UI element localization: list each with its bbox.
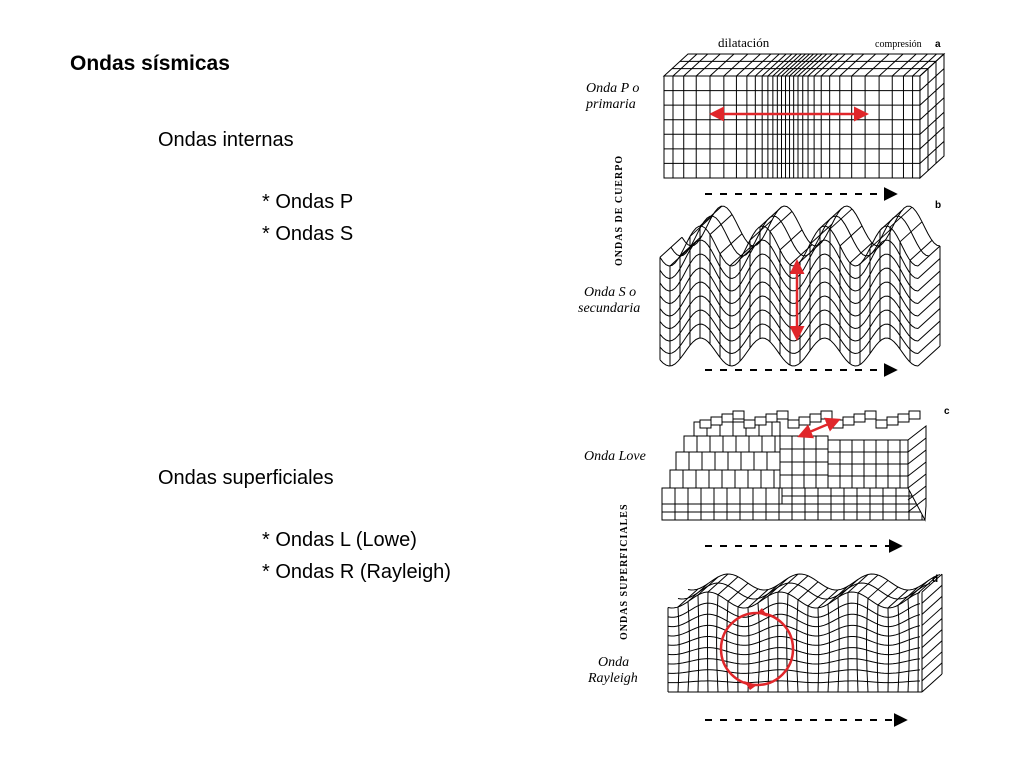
internal-waves-list: Ondas P Ondas S: [262, 186, 353, 250]
rayleigh-orbit-arrowhead-top: [757, 608, 768, 617]
love-wave-motion-arrow: [797, 417, 841, 439]
rayleigh-orbit-arrowhead: [744, 681, 757, 690]
love-wave-panel: c: [661, 406, 950, 553]
compression-label: compresión: [875, 39, 922, 50]
slide-title: Ondas sísmicas: [70, 52, 230, 75]
surface-waves-group-label: ONDAS SUPERFICIALES: [619, 503, 630, 640]
panel-letter-d: d: [932, 574, 938, 585]
rayleigh-wave-label-line1: Onda: [598, 655, 629, 670]
p-wave-label-line1: Onda P o: [586, 81, 639, 96]
p-wave-label-line2: primaria: [585, 97, 636, 112]
rayleigh-wave-label-line2: Rayleigh: [587, 671, 638, 686]
rayleigh-particle-orbit: [719, 611, 795, 687]
list-item-p-waves: Ondas P: [262, 186, 353, 218]
love-wave-block: [661, 410, 927, 522]
love-wave-label: Onda Love: [584, 449, 646, 464]
s-wave-label-line1: Onda S o: [584, 285, 636, 300]
panel-letter-c: c: [944, 406, 950, 417]
body-waves-group-label: ONDAS DE CUERPO: [614, 155, 625, 266]
s-wave-label-line2: secundaria: [578, 301, 640, 316]
surface-waves-list: Ondas L (Lowe) Ondas R (Rayleigh): [262, 524, 451, 588]
rayleigh-wave-panel: d: [667, 573, 943, 727]
list-item-rayleigh-waves: Ondas R (Rayleigh): [262, 556, 451, 588]
panel-letter-a: a: [935, 39, 941, 50]
p-wave-block: [662, 52, 946, 180]
dilatation-label: dilatación: [718, 35, 770, 50]
s-wave-panel: b: [659, 200, 941, 377]
list-item-love-waves: Ondas L (Lowe): [262, 524, 451, 556]
surface-waves-heading: Ondas superficiales: [158, 467, 334, 489]
rayleigh-wave-block: [667, 573, 943, 693]
panel-letter-b: b: [935, 200, 941, 211]
s-wave-block: [659, 205, 941, 367]
p-wave-panel: dilatación compresión a: [662, 35, 946, 201]
list-item-s-waves: Ondas S: [262, 218, 353, 250]
internal-waves-heading: Ondas internas: [158, 129, 294, 151]
